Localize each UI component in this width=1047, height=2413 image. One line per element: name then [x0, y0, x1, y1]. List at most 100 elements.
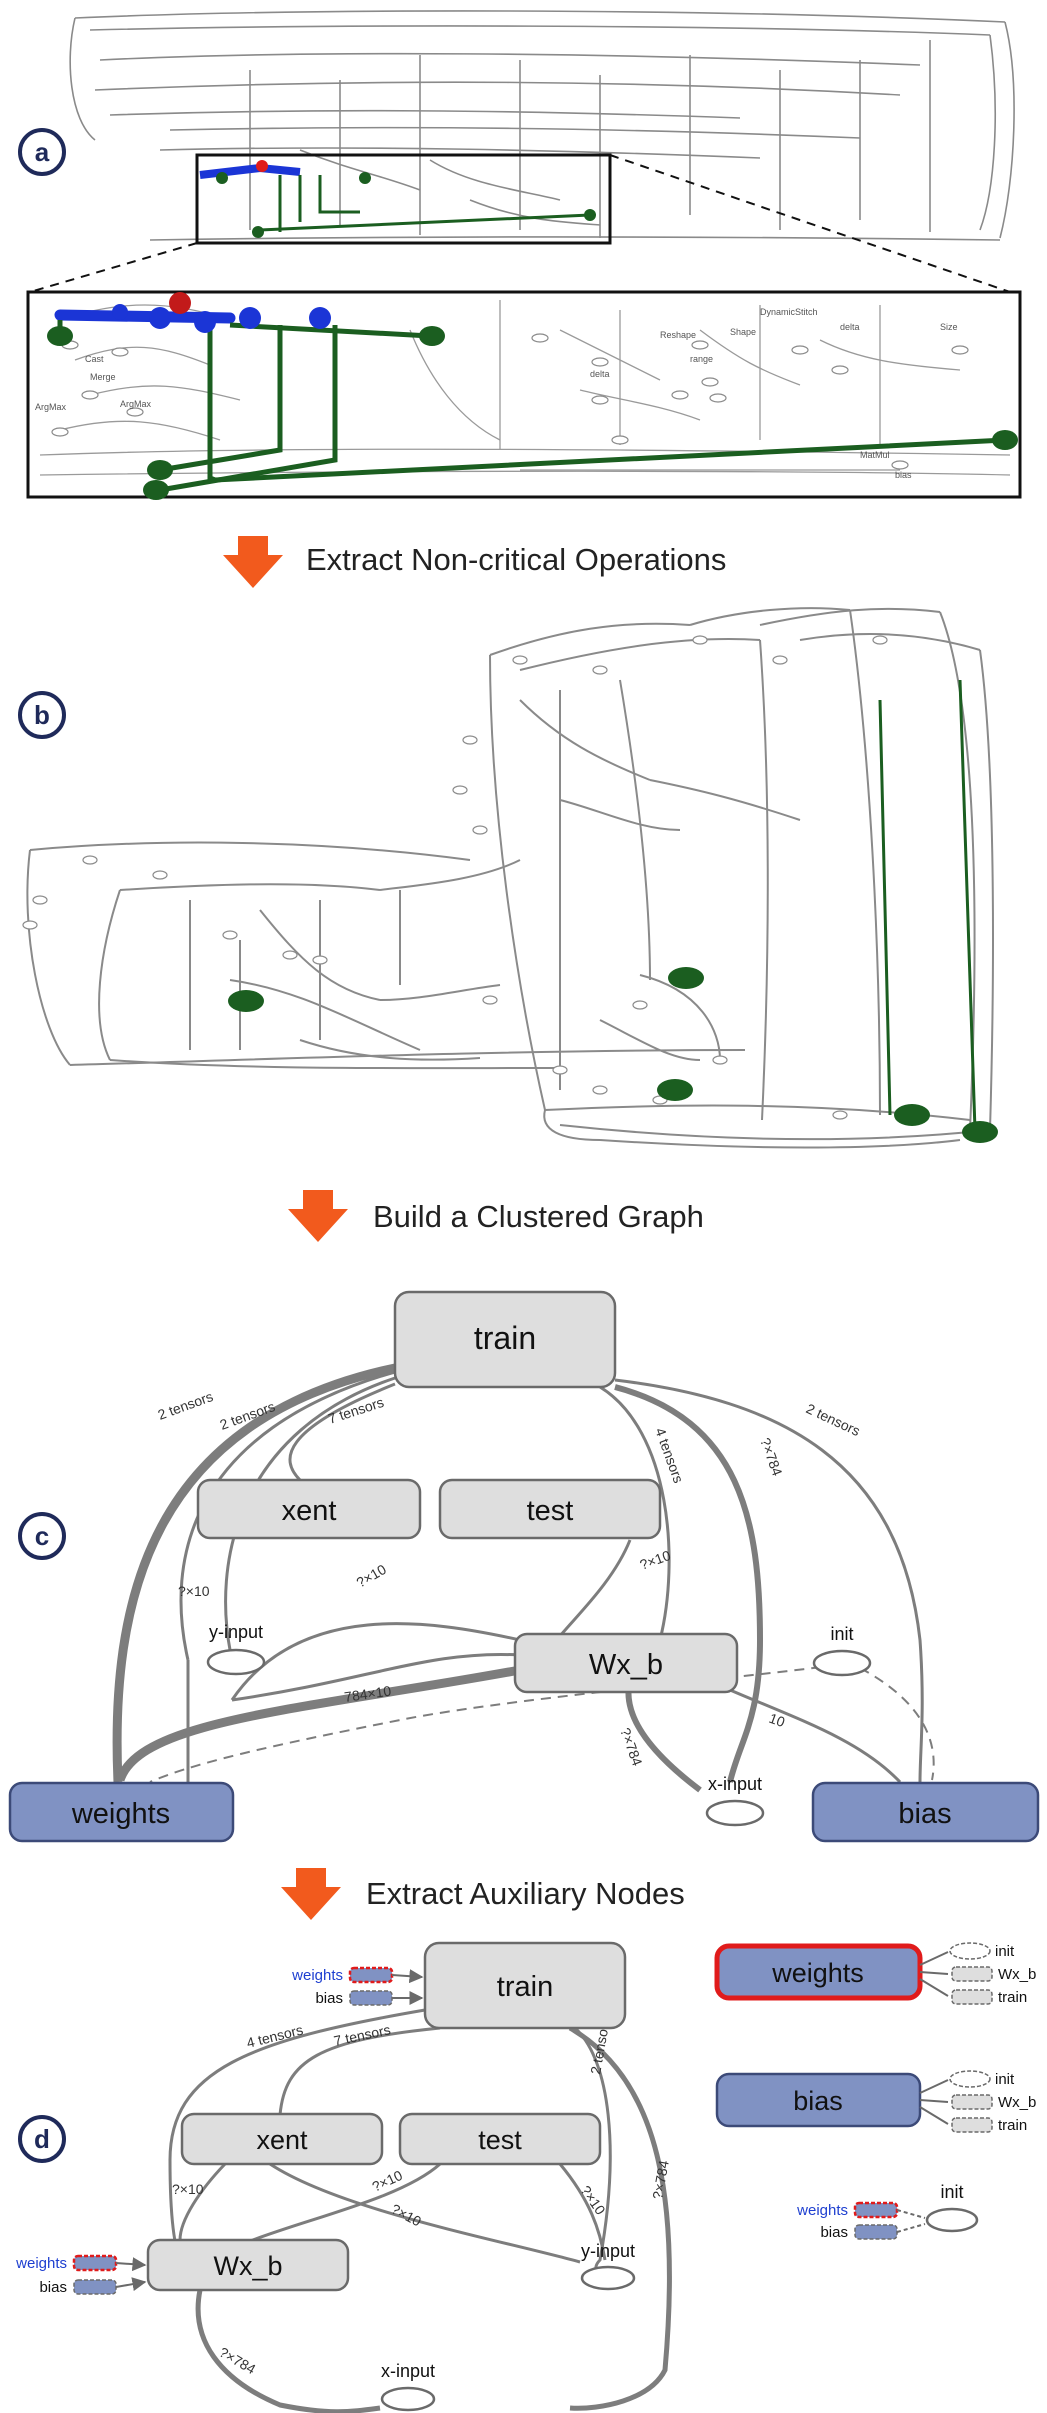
panel-a-label: a	[18, 128, 66, 176]
node-label: bias	[898, 1798, 951, 1830]
panel-c-edges	[112, 1363, 935, 1810]
edge-label: ?×10	[354, 1561, 389, 1591]
edge-label: 4 tensors	[245, 2021, 305, 2050]
panel-d: d 4 tensors 7 tensors 2 tensors ?×784 ?×…	[15, 1941, 1036, 2413]
aux-target-init: init	[995, 2071, 1015, 2088]
node-label: Wx_b	[213, 2251, 282, 2281]
node-c-weights[interactable]: weights	[8, 1781, 235, 1843]
edge-label: ?×784	[217, 2344, 259, 2378]
node-d-x-input[interactable]: x-input	[380, 2361, 436, 2412]
node-c-bias[interactable]: bias	[811, 1781, 1040, 1843]
step-build-clustered: Build a Clustered Graph	[288, 1190, 704, 1242]
edge-label: ?×784	[649, 2159, 672, 2201]
pruned-graph-nodes	[22, 635, 888, 1120]
down-arrow-icon	[288, 1190, 348, 1242]
aux-label-bias: bias	[315, 1990, 343, 2007]
panel-b: b	[18, 607, 998, 1149]
node-label: x-input	[381, 2361, 435, 2381]
panel-d-edge-labels: 4 tensors 7 tensors 2 tensors ?×784 ?×10…	[172, 2016, 672, 2377]
panel-c: c 2 tensors 2 tensors 7 tensors 4 tensor…	[8, 1290, 1040, 1843]
edge-label: 7 tensors	[326, 1394, 386, 1427]
op-label: delta	[840, 322, 860, 332]
step-extract-noncritical: Extract Non-critical Operations	[223, 536, 726, 588]
op-label: Cast	[85, 354, 104, 364]
edge-label: 784×10	[343, 1683, 392, 1705]
node-label: test	[478, 2125, 522, 2155]
node-label: weights	[71, 1798, 170, 1830]
node-d-test[interactable]: test	[398, 2112, 602, 2166]
op-label: Merge	[90, 372, 116, 382]
down-arrow-icon	[223, 536, 283, 588]
aux-target-init: init	[995, 1943, 1015, 1960]
op-label: delta	[590, 369, 610, 379]
op-label: ArgMax	[120, 399, 152, 409]
node-label: test	[527, 1495, 574, 1527]
aux-label-weights: weights	[291, 1967, 343, 1984]
op-label: bias	[895, 470, 912, 480]
aux-target-wx-b: Wx_b	[998, 2094, 1036, 2111]
panel-c-label: c	[18, 1512, 66, 1560]
edge-label: ?×10	[172, 2181, 204, 2197]
op-label: DynamicStitch	[760, 307, 818, 317]
node-label: weights	[771, 1958, 864, 1988]
node-label: init	[830, 1624, 853, 1644]
train-aux-inputs: weights bias	[291, 1966, 424, 2007]
node-c-train[interactable]: train	[393, 1290, 617, 1389]
overview-critical-ops	[199, 160, 596, 238]
edge-label: 2 tensors	[156, 1388, 216, 1423]
zoomed-critical-path	[47, 292, 1018, 500]
wxb-aux-inputs: weights bias	[15, 2254, 147, 2296]
op-label: range	[690, 354, 713, 364]
node-label: train	[497, 1971, 553, 2003]
panel-d-label: d	[18, 2115, 66, 2163]
edge-label: ?×10	[178, 1583, 210, 1599]
step-label: Extract Auxiliary Nodes	[366, 1876, 685, 1911]
edge-label: 2 tensors	[804, 1400, 863, 1439]
node-label: y-input	[209, 1622, 263, 1642]
node-c-y-input[interactable]: y-input	[206, 1622, 266, 1676]
aux-target-train: train	[998, 2117, 1027, 2134]
aux-target-train: train	[998, 1989, 1027, 2006]
node-d-train[interactable]: train	[423, 1941, 627, 2030]
aux-node-weights[interactable]: weights init Wx_b train	[714, 1942, 1036, 2006]
panel-label-text: c	[35, 1521, 49, 1551]
aux-target-wx-b: Wx_b	[998, 1966, 1036, 1983]
node-c-x-input[interactable]: x-input	[705, 1774, 765, 1827]
edge-label: 10	[767, 1710, 787, 1730]
node-label: init	[940, 2182, 963, 2202]
node-d-wx-b[interactable]: Wx_b	[146, 2238, 350, 2292]
step-extract-auxiliary: Extract Auxiliary Nodes	[281, 1868, 685, 1920]
node-d-xent[interactable]: xent	[180, 2112, 384, 2166]
node-c-init[interactable]: init	[812, 1624, 872, 1677]
panel-label-text: d	[34, 2124, 50, 2154]
zoomed-view-ellipses	[51, 333, 969, 470]
panel-label-text: a	[35, 137, 50, 167]
aux-label-weights: weights	[15, 2255, 67, 2272]
node-label: y-input	[581, 2241, 635, 2261]
aux-label-bias: bias	[39, 2279, 67, 2296]
op-label: Shape	[730, 327, 756, 337]
zoomed-view-op-labels: Reshape Shape DynamicStitch range delta …	[35, 307, 958, 480]
node-c-xent[interactable]: xent	[196, 1478, 422, 1540]
aux-label-weights: weights	[796, 2202, 848, 2219]
node-d-y-input[interactable]: y-input	[580, 2241, 636, 2291]
node-label: xent	[256, 2125, 308, 2155]
node-c-test[interactable]: test	[438, 1478, 662, 1540]
op-label: Size	[940, 322, 958, 332]
op-label: ArgMax	[35, 402, 67, 412]
down-arrow-icon	[281, 1868, 341, 1920]
step-label: Extract Non-critical Operations	[306, 542, 726, 577]
node-c-wx-b[interactable]: Wx_b	[513, 1632, 739, 1694]
step-label: Build a Clustered Graph	[373, 1199, 704, 1234]
overview-graph	[69, 10, 1015, 241]
node-label: Wx_b	[589, 1649, 663, 1681]
edge-label: ?×10	[578, 2183, 609, 2218]
panel-a: a	[18, 10, 1022, 500]
aux-node-init[interactable]: weights bias init	[796, 2182, 979, 2241]
edge-label: ?×784	[757, 1436, 786, 1479]
aux-node-bias[interactable]: bias init Wx_b train	[715, 2070, 1036, 2134]
pruned-critical-nodes	[228, 967, 998, 1143]
pruned-graph	[26, 607, 994, 1149]
node-label: x-input	[708, 1774, 762, 1794]
